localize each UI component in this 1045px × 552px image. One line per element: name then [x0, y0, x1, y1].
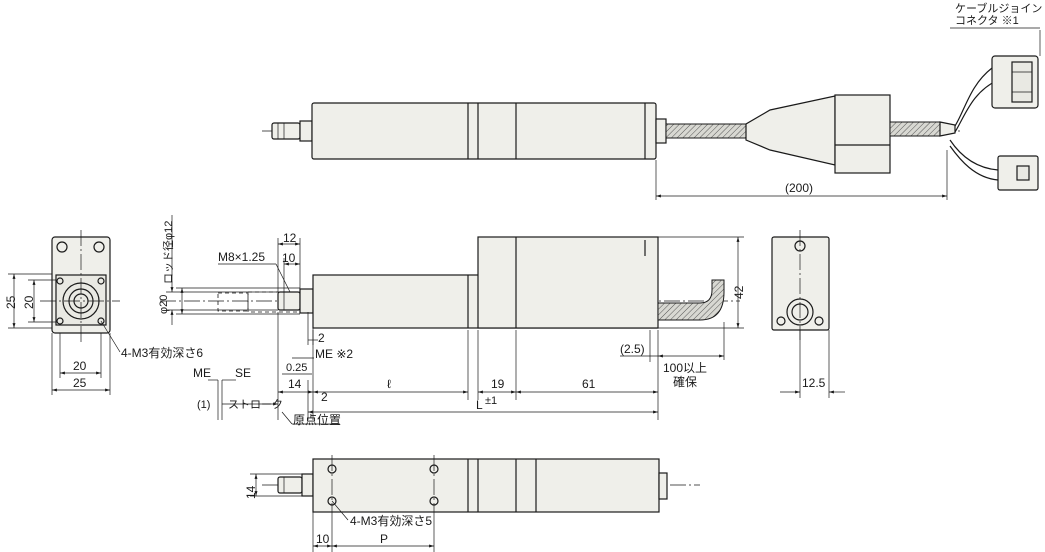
- dim-bottom-14: 14: [244, 485, 258, 499]
- dim-stroke: ストローク: [228, 398, 283, 411]
- dim-thread: M8×1.25: [218, 250, 265, 264]
- dim-125: 12.5: [802, 376, 826, 390]
- connector-label-2: コネクタ ※1: [955, 14, 1019, 27]
- dim-se: SE: [235, 366, 251, 380]
- dim-end-25h: 25: [73, 376, 87, 390]
- dim-2b: 2: [321, 390, 328, 404]
- top-view: ケーブルジョイント コネクタ ※1 (200): [262, 1, 1045, 200]
- dim-end-20v: 20: [22, 295, 36, 309]
- dim-12: 12: [283, 231, 297, 245]
- dim-bottom-10: 10: [316, 532, 330, 546]
- connector-label-1: ケーブルジョイント: [955, 1, 1045, 15]
- dim-100: 100以上: [663, 361, 707, 375]
- dim-1: (1): [197, 399, 210, 411]
- dim-bottom-P: P: [380, 532, 388, 546]
- dim-10: 10: [282, 251, 296, 265]
- end-view: 25 20 20 25 4-M3有効深さ6: [4, 230, 203, 395]
- dim-cable-length: (200): [785, 181, 813, 195]
- dim-L-tol: ±1: [485, 395, 497, 407]
- dim-25-side: (2.5): [620, 342, 645, 356]
- dim-dia20: φ20: [158, 295, 170, 314]
- right-end-view: 12.5: [771, 230, 845, 398]
- dim-2a: 2: [318, 331, 325, 345]
- bottom-view: 14 4-M3有効深さ5 10 P: [244, 455, 700, 552]
- dim-ell: ℓ: [387, 377, 391, 391]
- dim-19: 19: [491, 377, 505, 391]
- side-view: ロッド径φ12 φ20 12 10 M8×1.25 2 ME ※2 0.25 M…: [158, 215, 746, 427]
- dim-14: 14: [288, 377, 302, 391]
- dim-42: 42: [732, 285, 746, 299]
- dim-me2: ME ※2: [315, 347, 353, 361]
- dim-rod-dia: ロッド径φ12: [162, 221, 175, 284]
- dim-origin: 原点位置: [293, 412, 341, 427]
- dim-L: L: [476, 398, 483, 412]
- dim-end-20h: 20: [73, 359, 87, 373]
- tap-bottom: 4-M3有効深さ5: [350, 513, 432, 528]
- dim-kakuho: 確保: [673, 374, 697, 389]
- dim-61: 61: [582, 377, 596, 391]
- dim-me: ME: [193, 366, 211, 380]
- dim-end-25v: 25: [4, 295, 18, 309]
- dim-025: 0.25: [286, 362, 307, 374]
- tap-front: 4-M3有効深さ6: [121, 345, 203, 360]
